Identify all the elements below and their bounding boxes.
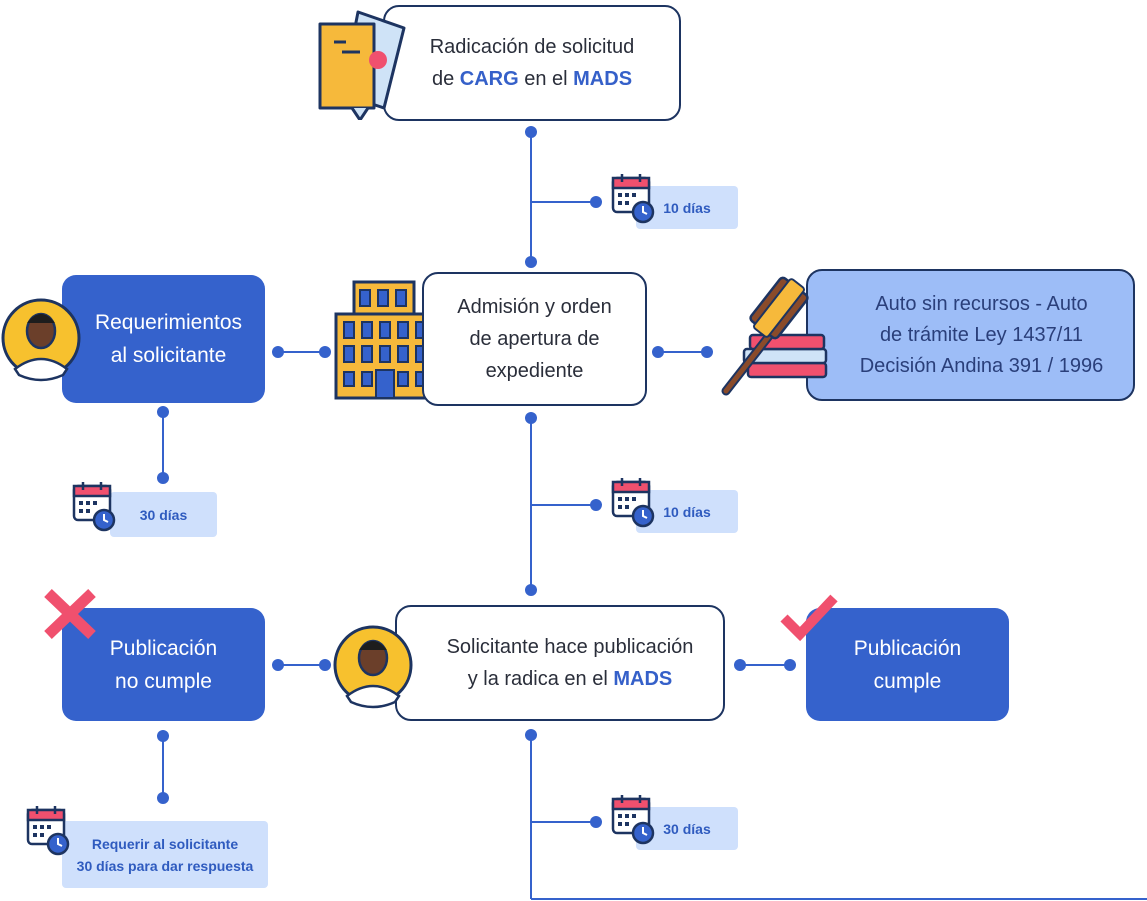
pub-cumple-line1: Publicación (853, 636, 962, 660)
gavel-books-icon (721, 276, 828, 396)
calendar-clock-icon (611, 478, 655, 528)
document-icon (318, 10, 406, 120)
node-auto-sin-recursos: Auto sin recursos - Auto de trámite Ley … (806, 269, 1135, 401)
duration-pill-4: Requerir al solicitante 30 días para dar… (62, 821, 268, 888)
node-publicacion-no-cumple: Publicación no cumple (62, 608, 265, 721)
auto-line3: Decisión Andina 391 / 1996 (859, 354, 1104, 377)
check-mark-icon (780, 594, 838, 642)
calendar-clock-icon (611, 795, 655, 845)
pub-no-cumple-line1: Publicación (109, 636, 218, 660)
requerimientos-line2: al solicitante (110, 344, 227, 367)
admision-line1: Admisión y orden (457, 296, 612, 318)
pub-cumple-line2: cumple (873, 669, 942, 693)
person-avatar-icon (1, 298, 81, 382)
auto-line1: Auto sin recursos - Auto (875, 292, 1088, 315)
auto-line2: de trámite Ley 1437/11 (879, 323, 1084, 346)
d4-line2: 30 días para dar respuesta (76, 857, 254, 874)
radicacion-line2: de CARG en el MADS (431, 68, 633, 90)
node-admision: Admisión y orden de apertura de expedien… (422, 272, 647, 406)
requerimientos-line1: Requerimientos (94, 311, 243, 334)
pub-no-cumple-line2: no cumple (115, 669, 212, 693)
node-radicacion: Radicación de solicitud de CARG en el MA… (383, 5, 681, 121)
admision-line3: expediente (485, 360, 584, 382)
calendar-clock-icon (26, 806, 70, 856)
node-requerimientos: Requerimientos al solicitante (62, 275, 265, 403)
person-avatar-icon (333, 625, 413, 709)
duration-pill-2: 30 días (110, 492, 217, 537)
node-publicacion-cumple: Publicación cumple (806, 608, 1009, 721)
admision-line2: de apertura de (469, 328, 600, 350)
building-icon (334, 280, 434, 400)
duration-pill-5: 30 días (636, 807, 738, 850)
solicitante-pub-line1: Solicitante hace publicación (446, 636, 694, 658)
calendar-clock-icon (611, 174, 655, 224)
d4-line1: Requerir al solicitante (91, 835, 239, 852)
solicitante-pub-line2: y la radica en el MADS (467, 668, 673, 690)
x-mark-icon (44, 589, 96, 639)
node-solicitante-publicacion: Solicitante hace publicación y la radica… (395, 605, 725, 721)
calendar-clock-icon (72, 482, 116, 532)
radicacion-line1: Radicación de solicitud (429, 36, 635, 58)
